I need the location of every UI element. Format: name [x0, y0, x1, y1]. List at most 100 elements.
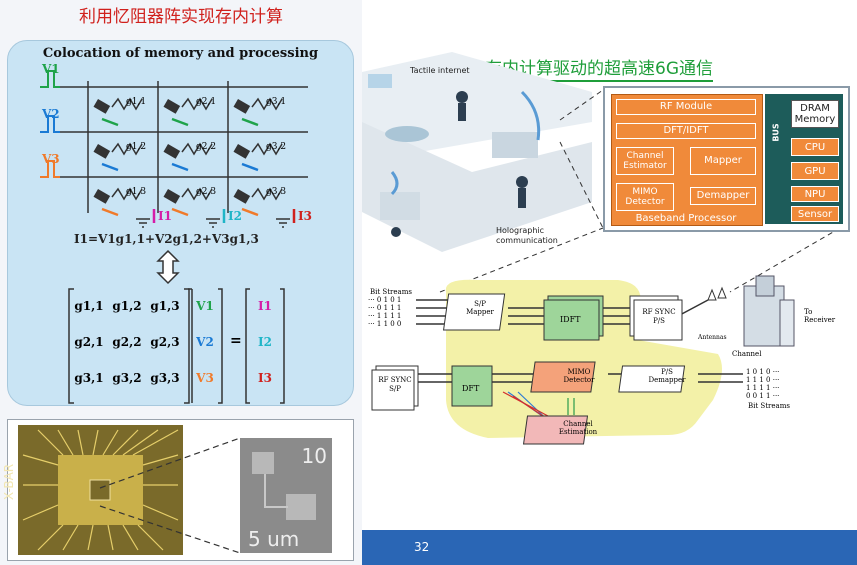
page-number: 32 [414, 540, 430, 554]
illustration-label-bottom: Holographic communication [496, 226, 558, 245]
bit-stream: ··· 0 1 1 1 [368, 304, 402, 312]
double-arrow-icon [156, 249, 180, 285]
tx-bits-label: Bit Streams [370, 288, 412, 296]
crossbar-panel: Colocation of memory and processing [7, 40, 354, 406]
current-label-3: I3 [298, 209, 312, 223]
mimo-detector-flow-label: MIMO Detector [563, 368, 595, 384]
ps-demapper-block [618, 365, 686, 393]
channel-estimation-block [522, 415, 589, 445]
bit-stream: ··· 1 1 0 0 [368, 320, 402, 328]
baseband-label: Baseband Processor [616, 213, 756, 225]
crossbar-title: Colocation of memory and processing [42, 46, 319, 61]
left-panel: 利用忆阻器阵实现存内计算 Colocation of memory and pr… [0, 0, 362, 565]
npu-block: NPU [791, 186, 839, 202]
current-label-2: I2 [228, 209, 242, 223]
ps-demapper-label: P/S Demapper [648, 368, 686, 384]
equals-sign: = [230, 333, 242, 349]
cell-label: g3,3 [266, 187, 287, 197]
channel-estimator-block: Channel Estimator [616, 147, 674, 175]
matrix-brackets [68, 288, 285, 404]
rf-sync-ps-block [629, 295, 683, 341]
channel-label: Channel [732, 350, 762, 358]
matrix-cell: g1,2 [112, 299, 142, 313]
mapper-block: Mapper [690, 147, 756, 175]
antenna-icon [707, 286, 727, 301]
chip-photo: X-BAR [2, 425, 183, 555]
cell-label: g3,2 [266, 142, 287, 152]
rf-sync-sp-block [371, 365, 419, 411]
voltage-label-2: V2 [42, 107, 60, 121]
sp-mapper-label: S/P Mapper [466, 300, 494, 316]
transceiver-flow-diagram: Bit Streams ··· 0 1 0 1 ··· 0 1 1 1 ··· … [368, 270, 850, 470]
rx-bit-streams: 1 0 1 0 ··· 1 1 1 0 ··· 1 1 1 1 ··· 0 0 … [746, 368, 779, 400]
current-label-1: I1 [158, 209, 172, 223]
chip-photo-panel: X-BAR 10 5 um [2, 419, 354, 561]
sp-mapper-block [442, 293, 506, 331]
architecture-diagram: RF Module DFT/IDFT Channel Estimator Map… [603, 86, 850, 232]
cell-label: g2,1 [196, 97, 217, 107]
baseband-block: RF Module DFT/IDFT Channel Estimator Map… [611, 94, 763, 226]
rf-module-block: RF Module [616, 99, 756, 115]
matrix-cell: g2,2 [112, 335, 142, 349]
conductance-matrix: g1,1 g1,2 g1,3 g2,1 g2,2 g2,3 g3,1 g3,2 … [70, 299, 184, 407]
cell-label: g3,1 [266, 97, 287, 107]
rf-sync-sp-label: RF SYNC S/P [378, 376, 412, 393]
sem-number: 10 [301, 444, 327, 468]
slide-footer [362, 530, 857, 565]
vector-cell: V1 [196, 299, 214, 313]
bit-stream: ··· 1 1 1 1 [368, 312, 402, 320]
cell-label: g1,2 [126, 142, 147, 152]
bit-stream: 1 1 1 1 ··· [746, 384, 780, 392]
memristor-cells [93, 97, 283, 217]
to-receiver-label: To Receiver [804, 308, 836, 324]
ground-icon [136, 218, 290, 228]
channel-estimation-label: Channel Estimation [558, 420, 598, 436]
mimo-detector-block: MIMO Detector [616, 183, 674, 211]
rx-bits-label: Bit Streams [748, 402, 790, 410]
bit-stream: ··· 0 1 0 1 [368, 296, 402, 304]
matrix-cell: g3,2 [112, 371, 142, 385]
current-vector: I1 I2 I3 [250, 299, 280, 407]
vector-cell: V2 [196, 335, 214, 349]
idft-block [543, 295, 604, 341]
vector-cell: I2 [258, 335, 272, 349]
matrix-cell: g2,1 [74, 335, 104, 349]
mimo-detector-flow-block [530, 361, 596, 393]
illustration-label-top: Tactile internet [410, 66, 470, 75]
voltage-label-3: V3 [42, 152, 60, 166]
bit-stream: 1 1 1 0 ··· [746, 376, 780, 384]
crossbar-diagram [40, 70, 308, 404]
cell-label: g1,3 [126, 187, 147, 197]
vector-cell: I1 [258, 299, 272, 313]
vector-cell: I3 [258, 371, 272, 385]
idft-label: IDFT [560, 315, 581, 324]
cpu-block: CPU [791, 138, 839, 156]
bit-stream: 1 0 1 0 ··· [746, 368, 780, 376]
matrix-cell: g3,1 [74, 371, 104, 385]
scenario-illustration: Tactile internet Holographic communicati… [362, 52, 592, 262]
cell-label: g1,1 [126, 97, 147, 107]
dram-block: DRAM Memory [791, 100, 839, 128]
sensor-block: Sensor [791, 206, 839, 222]
cell-label: g2,2 [196, 142, 217, 152]
dft-flow-block [451, 365, 493, 407]
voltage-vector: V1 V2 V3 [193, 299, 217, 407]
matrix-cell: g2,3 [150, 335, 180, 349]
left-title: 利用忆阻器阵实现存内计算 [79, 7, 283, 27]
dft-flow-label: DFT [462, 384, 480, 393]
slide-heading: 存内计算驱动的超高速6G通信 [485, 54, 713, 82]
voltage-label-1: V1 [42, 62, 60, 76]
antennas-label: Antennas [698, 334, 727, 341]
bit-stream: 0 0 1 1 ··· [746, 392, 780, 400]
crossbar-equation: I1=V1g1,1+V2g1,2+V3g1,3 [74, 232, 259, 246]
matrix-cell: g1,3 [150, 299, 180, 313]
vector-cell: V3 [196, 371, 214, 385]
building-icon [743, 275, 795, 347]
zoom-lines [99, 437, 241, 554]
bus-label: BUS [771, 123, 781, 142]
tx-bit-streams: ··· 0 1 0 1 ··· 0 1 1 1 ··· 1 1 1 1 ··· … [368, 296, 401, 328]
rf-sync-ps-label: RF SYNC P/S [642, 308, 676, 325]
matrix-cell: g1,1 [74, 299, 104, 313]
cell-label: g2,3 [196, 187, 217, 197]
voltage-pulse-icon [40, 70, 60, 178]
